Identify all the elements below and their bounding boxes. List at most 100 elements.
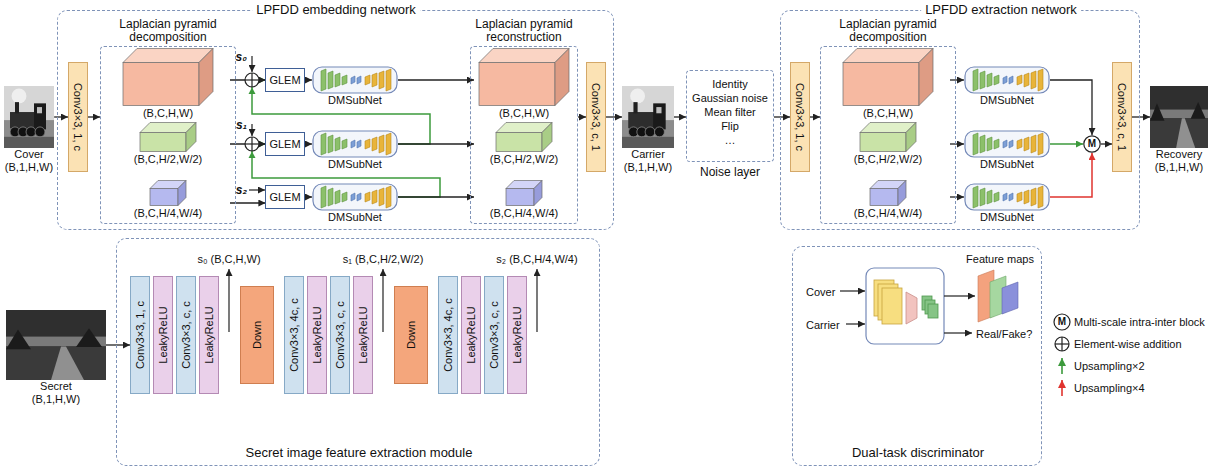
discriminator-panel: Dual-task discriminator xyxy=(792,246,1042,466)
subnet-block: DMSubNet xyxy=(312,130,398,171)
legend-item: Element-wise addition xyxy=(1074,337,1182,351)
group-heading: Laplacian pyramid reconstruction xyxy=(458,18,590,44)
cube-shape xyxy=(474,180,574,206)
legend-label: Element-wise addition xyxy=(1074,337,1182,351)
subnet-layer xyxy=(1017,139,1022,149)
output-label: Feature maps xyxy=(966,252,1034,266)
subnet-layer xyxy=(1009,193,1013,201)
picture-tree xyxy=(6,330,31,350)
subnet-icon xyxy=(964,66,1050,94)
subnet-layer xyxy=(1017,75,1022,85)
output-arrow xyxy=(228,269,229,332)
connector-arrow xyxy=(398,79,474,80)
subnet-layer xyxy=(1003,140,1007,148)
layer-label: Conv3×3, c, c xyxy=(180,301,192,369)
noise-layer: IdentityGaussian noiseMean filterFlip…No… xyxy=(686,70,774,162)
picture-road xyxy=(1176,118,1195,148)
subnet-layer xyxy=(1031,71,1036,89)
picture-wheel xyxy=(654,127,664,137)
connector-arrow xyxy=(810,116,820,117)
layer-label: LeakyReLU xyxy=(357,306,369,363)
subnet-block: DMSubNet xyxy=(964,130,1050,171)
picture-wheel xyxy=(35,127,45,137)
legend-label: Multi-scale intra-inter block xyxy=(1074,315,1205,329)
subnet-layer xyxy=(1038,186,1043,208)
output-label: s₀ (B,C,H,W) xyxy=(197,252,260,266)
connector-arrow xyxy=(578,116,586,117)
downsample-layer: Down xyxy=(240,286,274,384)
cube-shape xyxy=(826,122,950,152)
cube-face xyxy=(898,181,906,206)
subnet-layer xyxy=(386,133,391,155)
cube-face xyxy=(534,181,542,206)
tensor-shape: (B,C,H,W) xyxy=(143,106,193,120)
cube-face xyxy=(123,63,199,106)
activation-layer: LeakyReLU xyxy=(507,276,527,394)
picture-cab xyxy=(653,103,665,129)
picture-sky xyxy=(4,86,54,148)
layer-label: Conv3×3, c, 1 xyxy=(1116,83,1128,151)
connector-arrow xyxy=(106,344,130,345)
layer-label: Conv3×3, 4c, c xyxy=(442,298,454,372)
subnet-layer xyxy=(321,133,326,155)
subnet-block: DMSubNet xyxy=(312,66,398,107)
block-label: GLEM xyxy=(269,74,300,87)
subnet-layer xyxy=(1024,190,1029,204)
activation-layer: LeakyReLU xyxy=(353,276,373,394)
input-label: Cover xyxy=(806,285,835,299)
subnet-outline xyxy=(965,67,1049,93)
connector-arrow xyxy=(398,196,474,197)
conv-layer: Conv3×3, 4c, c xyxy=(438,276,458,394)
connector-arrow xyxy=(88,116,100,117)
layer-label: Down xyxy=(405,321,417,349)
input-label: Carrier xyxy=(806,318,840,332)
cube-face xyxy=(496,133,542,152)
activation-layer: LeakyReLU xyxy=(199,276,219,394)
cube-face xyxy=(919,49,933,106)
cube-face xyxy=(199,49,213,106)
group-heading: Laplacian pyramid decomposition xyxy=(820,18,956,44)
layer-label: Conv3×3, c, 1 xyxy=(590,83,602,151)
block-label: GLEM xyxy=(269,191,300,204)
tensor-shape: (B,C,H/2,W/2) xyxy=(490,152,558,166)
connector-arrow xyxy=(305,196,312,197)
subnet-layer xyxy=(973,186,978,208)
subnet-layer xyxy=(1038,133,1043,155)
subnet-layer xyxy=(379,135,384,153)
connector-arrow xyxy=(1050,153,1092,197)
conv-layer: Conv3×3, c, 1 xyxy=(1112,62,1132,172)
connector-arrow xyxy=(1050,80,1092,135)
legend-sample xyxy=(1054,314,1070,330)
subnet-layer xyxy=(372,190,377,204)
legend-item: Upsampling×4 xyxy=(1074,381,1145,395)
picture-window xyxy=(37,107,42,113)
feature-cube: (B,C,H/4,W/4) xyxy=(474,180,574,220)
feature-layer xyxy=(882,288,902,324)
cube-shape xyxy=(826,180,950,206)
legend-item: Multi-scale intra-inter block xyxy=(1074,315,1205,329)
layer-label: Conv3×3, 1, c xyxy=(794,83,806,151)
subnet-layer xyxy=(357,76,361,84)
subnet-layer xyxy=(1003,193,1007,201)
connector-arrow xyxy=(305,143,312,144)
connector-arrow xyxy=(305,79,312,80)
noise-item: … xyxy=(725,133,736,147)
cube-face xyxy=(123,49,213,63)
layer-label: LeakyReLU xyxy=(465,306,477,363)
cube-shape xyxy=(106,122,230,152)
output-label: Real/Fake? xyxy=(976,327,1032,341)
picture-smoke xyxy=(630,88,645,103)
subnet-layer xyxy=(335,73,340,87)
activation-layer: LeakyReLU xyxy=(461,276,481,394)
picture-sky xyxy=(6,310,106,380)
tensor-shape: (B,C,H,W) xyxy=(499,106,549,120)
subnet-layer xyxy=(357,140,361,148)
picture-wheel xyxy=(645,127,655,137)
conv-layer: Conv3×3, 1, c xyxy=(68,62,88,172)
subnet-layer xyxy=(973,133,978,155)
picture-road xyxy=(51,346,84,380)
tensor-shape: (B,C,H/4,W/4) xyxy=(134,206,202,220)
image-picture xyxy=(1150,86,1208,148)
subnet-layer xyxy=(335,137,340,151)
subnet-layer xyxy=(973,69,978,91)
